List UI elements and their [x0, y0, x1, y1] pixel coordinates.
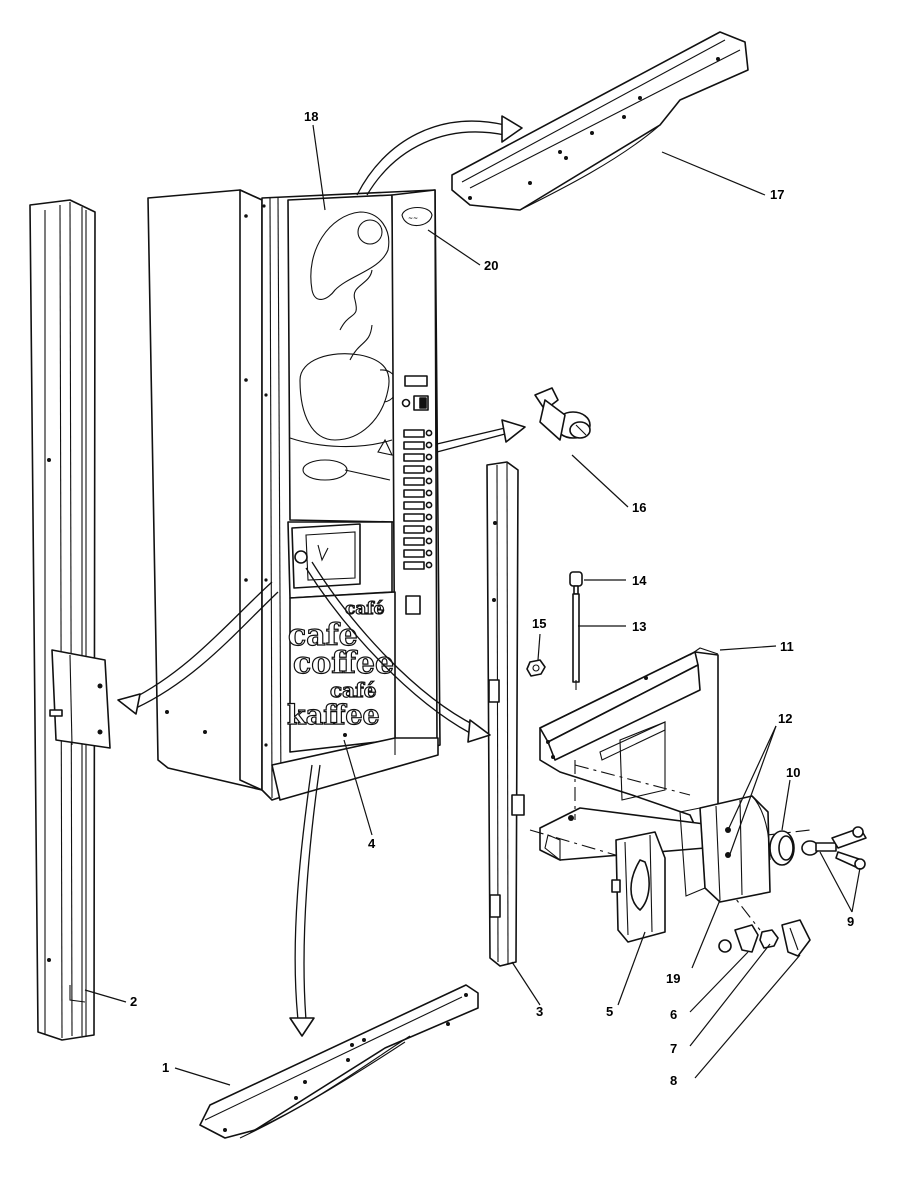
part-7-washer: [759, 929, 779, 949]
callout-10: 10: [786, 765, 800, 780]
logo-plate-text: ~~: [408, 215, 418, 222]
part-19-door-bracket: [679, 795, 771, 903]
part-15-nut: [526, 659, 546, 677]
word-cafe-big: cafe: [288, 618, 358, 653]
part-5-cup-holder: [611, 831, 666, 943]
part-13-rod: [572, 593, 580, 690]
callout-19: 19: [666, 971, 680, 986]
callout-8: 8: [670, 1073, 677, 1088]
part-17-top-trim: [451, 31, 749, 211]
word-cafe-top: café: [345, 599, 385, 619]
word-cafe-mid: café: [330, 678, 376, 702]
callout-11: 11: [780, 639, 794, 654]
callout-5: 5: [606, 1004, 613, 1019]
callout-labels: 18 17 20 16 14 13 15 11 12 10 4 9 19 2 3…: [130, 109, 854, 1088]
part-10-lock-barrel: [769, 830, 795, 866]
callout-13: 13: [632, 619, 646, 634]
callout-9: 9: [847, 914, 854, 929]
callout-7: 7: [670, 1041, 677, 1056]
alignment-line-b: [574, 764, 691, 796]
leader-lines: [84, 124, 861, 1086]
part-8-latch-plate: [781, 919, 811, 957]
part-3-right-vertical-rail: [486, 461, 525, 967]
part-16-lock-cylinder: [534, 387, 591, 441]
callout-4: 4: [368, 836, 376, 851]
part-1-bottom-trim: [199, 984, 479, 1139]
callout-14: 14: [632, 573, 647, 588]
callout-6: 6: [670, 1007, 677, 1022]
word-kaffee: kaffee: [287, 700, 380, 731]
selection-buttons: [403, 429, 433, 570]
word-coffee: coffee: [293, 646, 394, 681]
part-2-left-vertical-rail: [29, 199, 111, 1041]
callout-1: 1: [162, 1060, 169, 1075]
callout-20: 20: [484, 258, 498, 273]
part-11-cup-housing: [539, 647, 721, 862]
part-14-rod-cap: [569, 571, 583, 595]
callout-2: 2: [130, 994, 137, 1009]
part-9-key-set: [801, 826, 867, 870]
callout-3: 3: [536, 1004, 543, 1019]
callout-17: 17: [770, 187, 784, 202]
vending-machine-cabinet: ~~: [147, 189, 441, 801]
assembly-arrows: [117, 115, 526, 1037]
callout-18: 18: [304, 109, 318, 124]
callout-15: 15: [532, 616, 546, 631]
callout-12: 12: [778, 711, 792, 726]
callout-16: 16: [632, 500, 646, 515]
part-6-cam: [718, 924, 759, 953]
